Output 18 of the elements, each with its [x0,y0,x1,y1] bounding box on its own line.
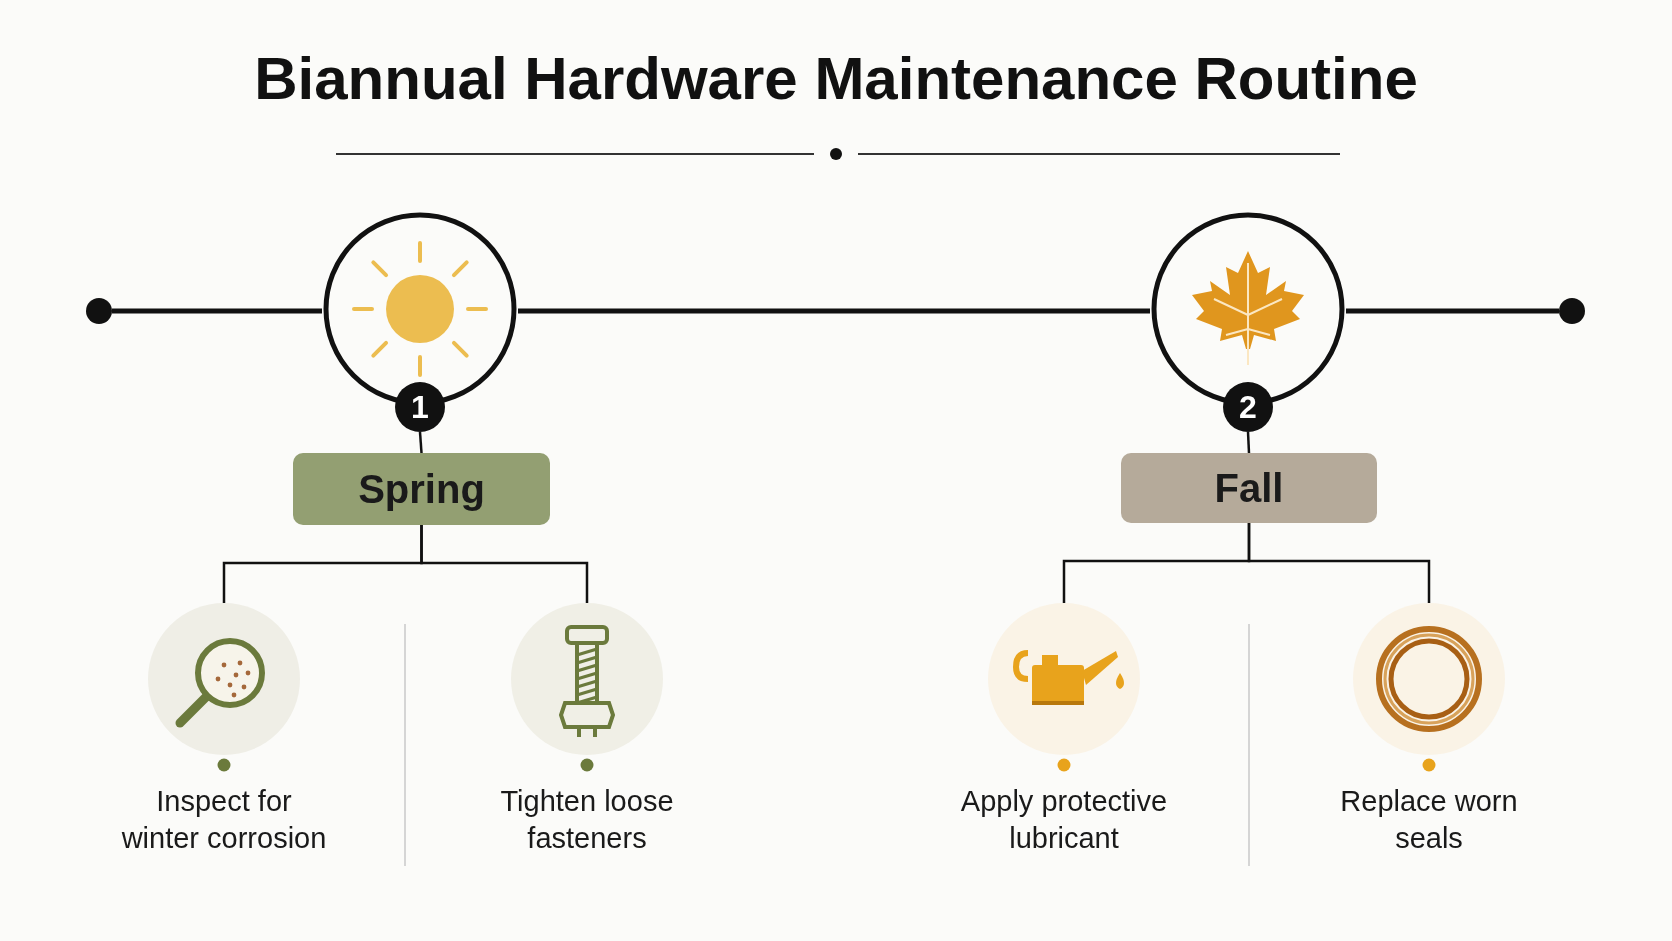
connector-line [112,308,322,314]
step-number: 2 [1223,382,1273,432]
season-label: Spring [293,453,550,525]
connector-line [1247,523,1431,603]
task-text: Tighten loose fasteners [499,784,675,856]
task-text: Replace worn seals [1339,784,1519,856]
connector-line [1346,308,1559,314]
task-text: Inspect for winter corrosion [120,784,328,856]
season-label: Fall [1121,453,1377,523]
timeline-end-dot [86,298,112,324]
title: Biannual Hardware Maintenance Routine [254,44,1418,113]
step-number: 1 [395,382,445,432]
task-text: Apply protective lubricant [959,784,1169,856]
connector-line [1246,431,1251,454]
timeline-end-dot [1559,298,1585,324]
connector-line [420,525,589,603]
connector-line [418,431,423,454]
connector-line [518,308,1150,314]
